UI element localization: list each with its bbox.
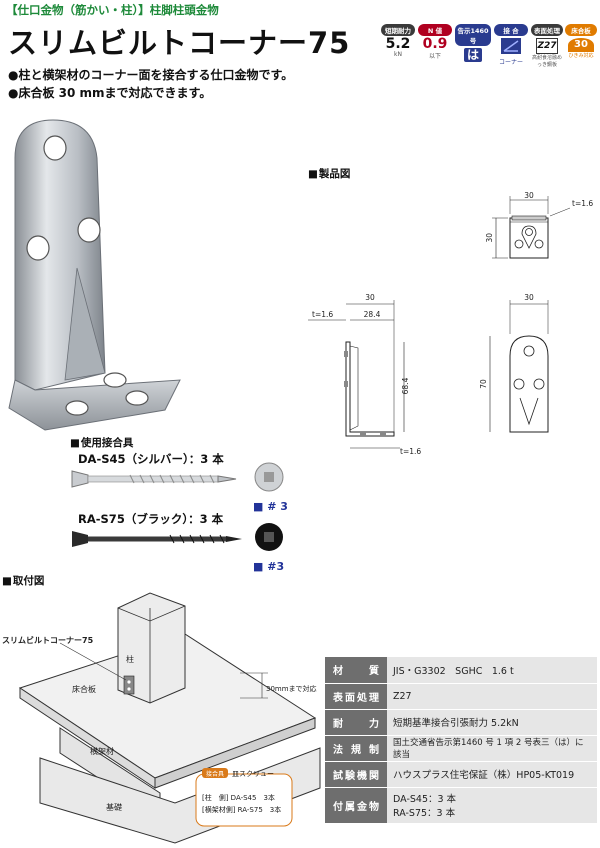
- technical-drawing: 30 30 t=1.6 30 28.4 t=1.6 68.4 t=1.6: [308, 191, 593, 456]
- label-foundation: 基礎: [106, 802, 122, 812]
- dim-top-height: 30: [485, 233, 494, 243]
- dim-side-thickness: t=1.6: [312, 310, 333, 319]
- badge-n-value: N 値 0.9 以下: [418, 24, 452, 60]
- description-line-2: ●床合板 30 mmまで対応できます。: [8, 86, 212, 100]
- spec-key: 付属金物: [325, 787, 387, 824]
- spec-key: 試験機関: [325, 761, 387, 788]
- dim-side-height: 68.4: [401, 377, 410, 394]
- label-product: スリムビルトコーナー75: [2, 635, 94, 645]
- spec-key: 法規制: [325, 735, 387, 762]
- label-beam: 横架材: [90, 746, 114, 756]
- section-fasteners: 使用接合具: [70, 435, 134, 450]
- spec-key: 表面処理: [325, 683, 387, 710]
- badge-floor-plywood: 床合板 30 ひきみ対応: [565, 24, 597, 59]
- screw-1-name: DA-S45（シルバー）：3 本: [78, 452, 224, 466]
- spec-row: 表面処理 Z27: [325, 683, 597, 710]
- spec-row: 付属金物 DA-S45：3 本 RA-S75：3 本: [325, 787, 597, 824]
- dim-front-width: 30: [524, 293, 534, 302]
- spec-value: DA-S45：3 本 RA-S75：3 本: [387, 787, 597, 824]
- badge-notice-1460: 告示1460号 は: [455, 24, 491, 62]
- spec-table: 材質 JIS・G3302 SGHC 1.6 t 表面処理 Z27 耐力 短期基準…: [325, 657, 597, 824]
- page-title: スリムビルトコーナー75: [8, 26, 351, 60]
- screw-black-image: [72, 531, 242, 547]
- spec-key: 材質: [325, 657, 387, 684]
- dim-top-width: 30: [524, 191, 534, 200]
- badge-connection: 接 合 コーナー: [494, 24, 528, 66]
- spec-row: 材質 JIS・G3302 SGHC 1.6 t: [325, 657, 597, 684]
- legend-tag: 接合具: [206, 770, 224, 778]
- spec-value: Z27: [387, 683, 597, 710]
- badge-surface-treatment: 表面処理 Z27 高耐食溶融めっき鋼板: [531, 24, 563, 68]
- spec-value: ハウスプラス住宅保証（株）HP05-KT019: [387, 761, 597, 788]
- label-floor-note: 30mmまで対応: [266, 684, 317, 693]
- spec-row: 法規制 国土交通省告示第1460 号 1 項 2 号表三（は）に該当: [325, 735, 597, 762]
- label-post: 柱: [126, 654, 134, 664]
- silver-screw-head-icon: [254, 462, 284, 492]
- product-photo: [8, 119, 181, 431]
- legend-title: 皿スクリュー: [232, 770, 274, 778]
- dim-top-thickness: t=1.6: [572, 199, 593, 208]
- front-view: 30 70: [479, 293, 549, 433]
- dim-side-thickness-bottom: t=1.6: [400, 447, 421, 456]
- top-view: 30 30 t=1.6: [485, 191, 593, 259]
- section-product-drawing: 製品図: [308, 166, 351, 181]
- label-floor: 床合板: [72, 684, 96, 694]
- spec-value-line-2: RA-S75：3 本: [393, 808, 456, 819]
- dim-side-inner: 28.4: [364, 310, 381, 319]
- corner-joint-icon: [501, 38, 521, 54]
- screw-2-bit: ■ #3: [253, 560, 285, 573]
- dim-front-height: 70: [479, 379, 488, 389]
- legend-line-1: [柱 側] DA-S45 3本: [202, 793, 275, 802]
- spec-value: 国土交通省告示第1460 号 1 項 2 号表三（は）に該当: [387, 735, 597, 762]
- spec-value-line-1: DA-S45：3 本: [393, 794, 457, 805]
- legend-line-2: [横架材側] RA-S75 3本: [202, 805, 281, 814]
- spec-row: 試験機関 ハウスプラス住宅保証（株）HP05-KT019: [325, 761, 597, 788]
- dim-side-width: 30: [365, 293, 375, 302]
- description-line-1: ●柱と横架材のコーナー面を接合する仕口金物です。: [8, 68, 294, 82]
- screw-2-name: RA-S75（ブラック）：3 本: [78, 512, 224, 526]
- installation-diagram: スリムビルトコーナー75 柱 床合板 横架材 基礎 30mmまで対応 接合具 皿…: [2, 592, 321, 844]
- screw-silver-image: [71, 470, 237, 488]
- spec-value: JIS・G3302 SGHC 1.6 t: [387, 657, 597, 684]
- category-heading: 【仕口金物（筋かい・柱）】柱脚柱頭金物: [6, 3, 219, 17]
- side-view: 30 28.4 t=1.6 68.4 t=1.6: [308, 293, 421, 456]
- spec-value: 短期基準接合引張耐力 5.2kN: [387, 709, 597, 736]
- badge-short-term-strength: 短期耐力 5.2 kN: [381, 24, 415, 58]
- spec-key: 耐力: [325, 709, 387, 736]
- screw-1-bit: ■ # 3: [253, 500, 288, 513]
- spec-row: 耐力 短期基準接合引張耐力 5.2kN: [325, 709, 597, 736]
- section-installation: 取付図: [2, 573, 45, 588]
- black-screw-head-icon: [255, 523, 283, 551]
- fastener-legend: 接合具 皿スクリュー [柱 側] DA-S45 3本 [横架材側] RA-S75…: [195, 768, 293, 827]
